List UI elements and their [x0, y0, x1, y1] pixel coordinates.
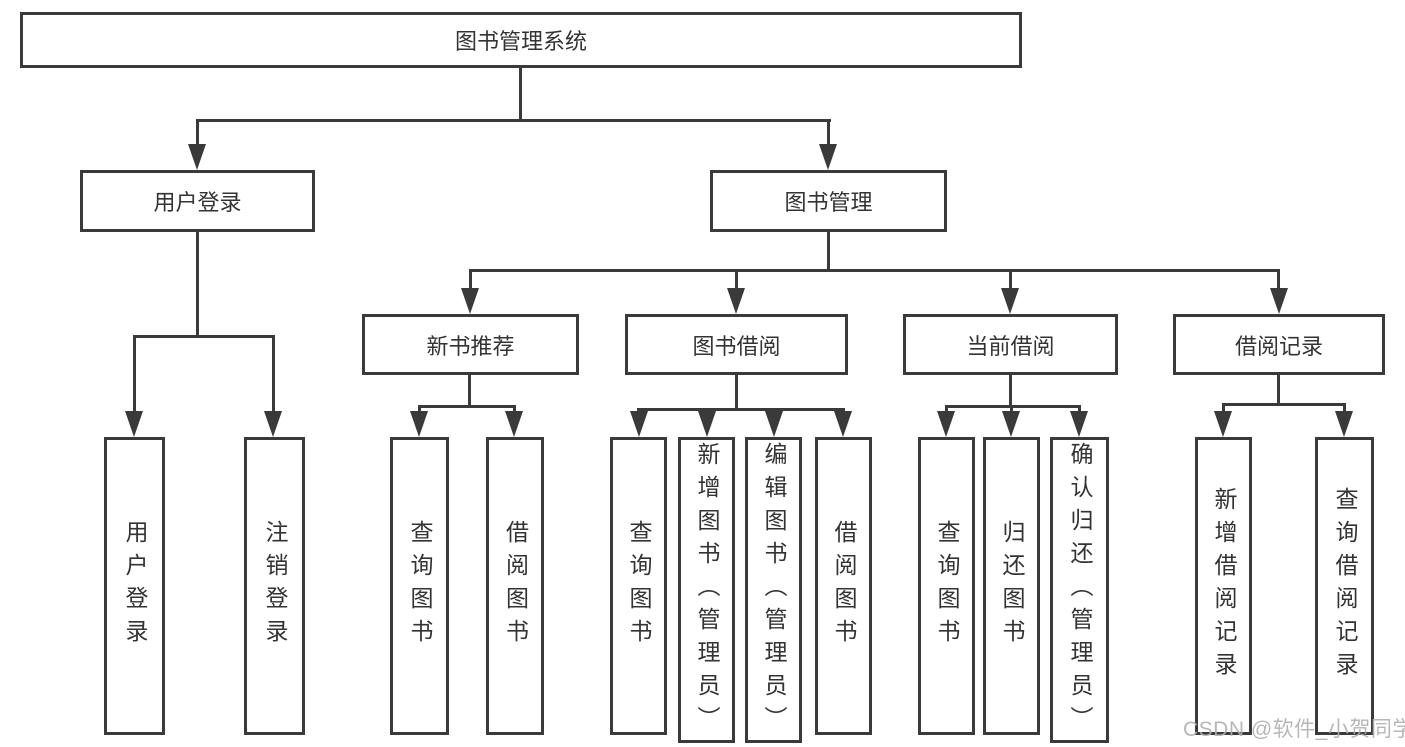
arrowhead-icon — [1270, 288, 1288, 314]
arrowhead-icon — [410, 411, 428, 437]
connector-drop — [1343, 403, 1346, 415]
arrowhead-icon — [188, 144, 206, 170]
connector-drop — [196, 119, 199, 147]
leaf-user-login: 用户登录 — [104, 437, 165, 735]
leaf-borrow-books-recommend-label: 借阅图书 — [502, 520, 529, 652]
leaf-query-borrow-record-label: 查询借阅记录 — [1332, 487, 1358, 685]
arrowhead-icon — [1214, 411, 1232, 437]
node-root: 图书管理系统 — [20, 12, 1022, 68]
connector-drop — [1009, 269, 1012, 292]
arrowhead-icon — [1002, 411, 1020, 437]
connector-drop — [133, 335, 136, 414]
leaf-query-books-borrowing: 查询图书 — [610, 437, 667, 735]
leaf-borrow-books-borrowing: 借阅图书 — [815, 437, 872, 735]
arrowhead-icon — [264, 411, 282, 437]
node-book-borrowing: 图书借阅 — [625, 314, 848, 375]
connector-drop — [1010, 405, 1013, 415]
arrowhead-icon — [1335, 411, 1353, 437]
arrowhead-icon — [937, 411, 955, 437]
arrowhead-icon — [505, 411, 523, 437]
leaf-user-login-label: 用户登录 — [122, 520, 148, 652]
connector-stem — [468, 375, 471, 407]
leaf-logout-label: 注销登录 — [262, 520, 288, 652]
connector-branch — [637, 408, 845, 411]
leaf-confirm-return-admin: 确认归还（管理员） — [1050, 437, 1109, 743]
connector-drop — [1277, 269, 1280, 292]
node-borrowing-records: 借阅记录 — [1173, 314, 1385, 375]
leaf-borrow-books-borrowing-label: 借阅图书 — [831, 520, 857, 652]
watermark: CSDN @软件_小贺同学 — [1183, 718, 1405, 741]
leaf-add-book-admin: 新增图书（管理员） — [678, 437, 735, 743]
leaf-add-book-admin-label: 新增图书（管理员） — [694, 441, 720, 739]
leaf-query-books-recommend-label: 查询图书 — [407, 520, 433, 652]
node-current-borrowing: 当前借阅 — [903, 314, 1118, 375]
connector-drop — [1222, 403, 1225, 415]
leaf-query-books-recommend: 查询图书 — [390, 437, 449, 735]
leaf-edit-book-admin-label: 编辑图书（管理员） — [761, 441, 787, 739]
connector-drop — [945, 405, 948, 415]
leaf-return-book-label: 归还图书 — [999, 520, 1025, 652]
arrowhead-icon — [727, 288, 745, 314]
leaf-query-books-borrowing-label: 查询图书 — [626, 520, 652, 652]
arrowhead-icon — [834, 411, 852, 437]
leaf-logout: 注销登录 — [244, 437, 305, 735]
node-new-book-recommendation-label: 新书推荐 — [426, 333, 515, 359]
connector-branch — [469, 269, 1280, 272]
leaf-query-books-current-label: 查询图书 — [934, 520, 960, 652]
leaf-add-borrow-record: 新增借阅记录 — [1195, 437, 1252, 735]
connector-branch — [133, 335, 275, 338]
leaf-return-book: 归还图书 — [983, 437, 1040, 735]
leaf-borrow-books-recommend: 借阅图书 — [486, 437, 544, 735]
leaf-confirm-return-admin-label: 确认归还（管理员） — [1067, 441, 1093, 739]
connector-drop — [513, 405, 516, 415]
node-user-login: 用户登录 — [80, 170, 315, 232]
leaf-add-borrow-record-label: 新增借阅记录 — [1211, 487, 1237, 685]
node-book-borrowing-label: 图书借阅 — [692, 333, 781, 359]
leaf-edit-book-admin: 编辑图书（管理员） — [745, 437, 802, 743]
node-new-book-recommendation: 新书推荐 — [362, 314, 579, 375]
connector-stem — [735, 375, 738, 410]
connector-drop — [735, 269, 738, 292]
connector-stem — [1277, 375, 1280, 406]
node-root-label: 图书管理系统 — [454, 29, 587, 54]
connector-stem — [827, 232, 830, 272]
node-book-management: 图书管理 — [710, 170, 947, 232]
connector-drop — [1078, 405, 1081, 415]
arrowhead-icon — [698, 411, 716, 437]
connector-branch — [1222, 403, 1346, 406]
node-borrowing-records-label: 借阅记录 — [1234, 333, 1323, 359]
connector-branch — [945, 405, 1081, 408]
connector-root-branch — [196, 119, 831, 122]
connector-branch — [418, 405, 516, 408]
connector-drop — [418, 405, 421, 415]
connector-stem — [196, 232, 199, 337]
node-user-login-label: 用户登录 — [153, 190, 242, 215]
leaf-query-books-current: 查询图书 — [918, 437, 975, 735]
arrowhead-icon — [461, 288, 479, 314]
connector-drop — [469, 269, 472, 292]
arrowhead-icon — [1001, 288, 1019, 314]
connector-drop — [827, 119, 830, 147]
connector-stem — [1009, 375, 1012, 407]
node-current-borrowing-label: 当前借阅 — [966, 333, 1055, 359]
arrowhead-icon — [1070, 411, 1088, 437]
leaf-query-borrow-record: 查询借阅记录 — [1315, 437, 1374, 735]
connector-root-stem — [519, 68, 522, 121]
node-book-management-label: 图书管理 — [784, 190, 873, 215]
arrowhead-icon — [125, 411, 143, 437]
connector-drop — [272, 335, 275, 414]
arrowhead-icon — [630, 411, 648, 437]
arrowhead-icon — [819, 144, 837, 170]
arrowhead-icon — [765, 411, 783, 437]
